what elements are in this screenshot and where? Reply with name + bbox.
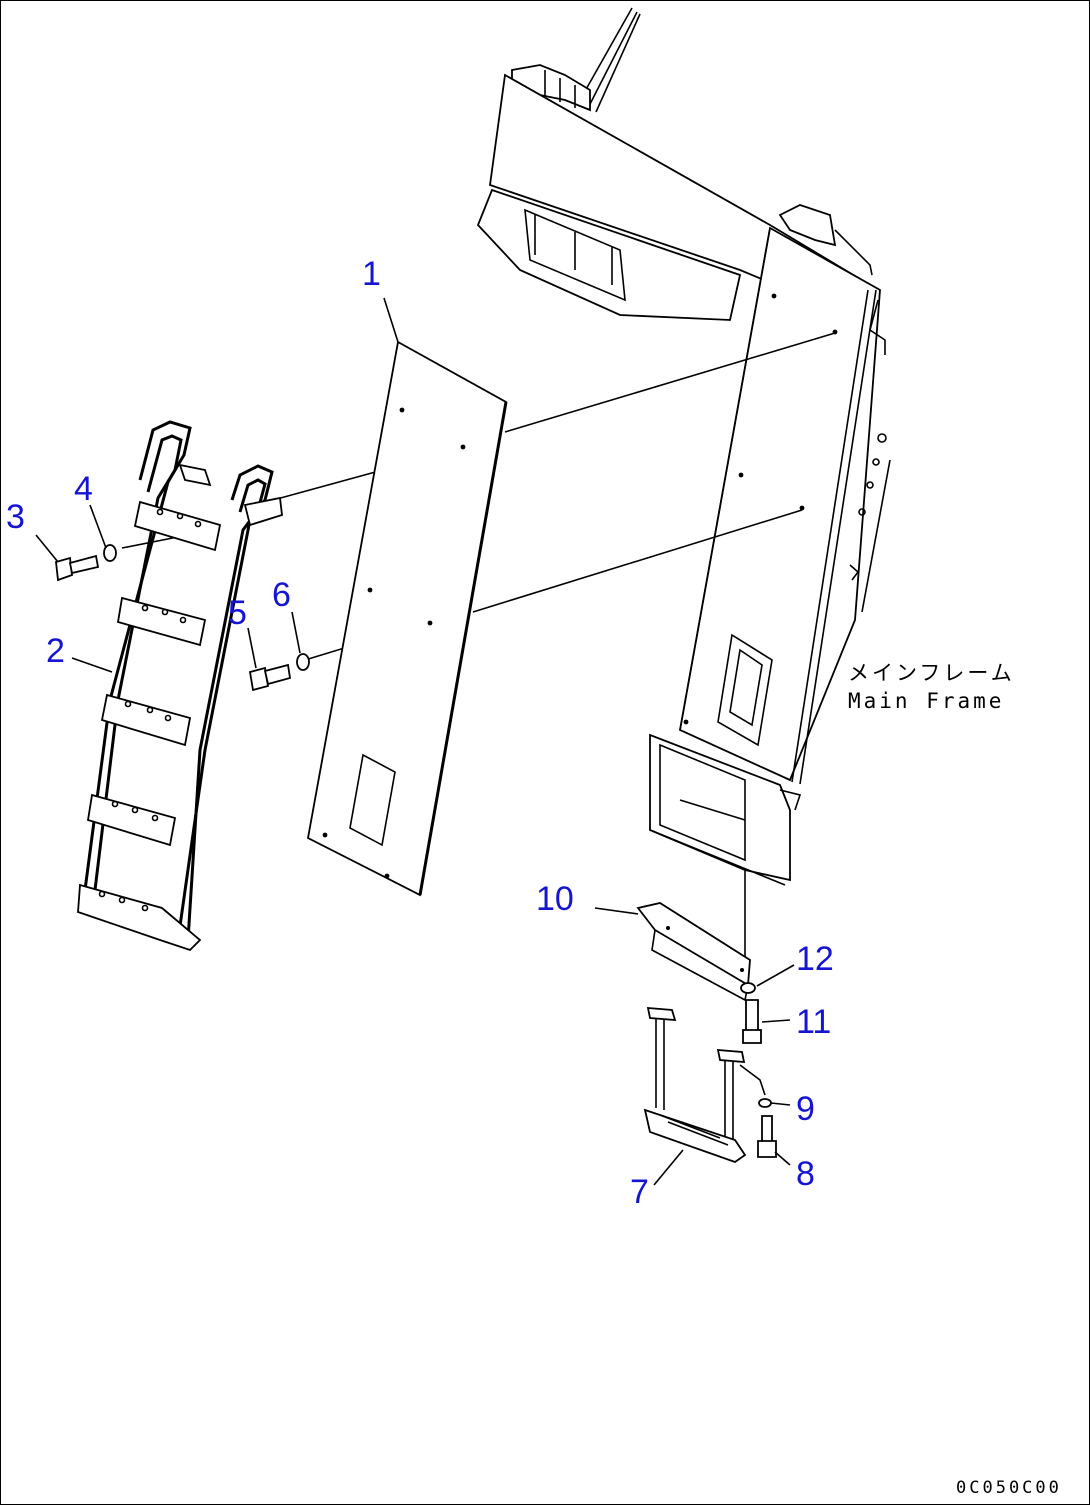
bracket-10 — [636, 902, 751, 1002]
cover-plate — [306, 340, 508, 897]
callout-12: 12 — [796, 940, 834, 978]
callout-8: 8 — [796, 1155, 815, 1193]
washer-12 — [740, 982, 756, 994]
bolt-11 — [742, 999, 762, 1044]
ladder — [77, 420, 283, 952]
callout-labels: 1 2 3 4 5 6 7 8 9 10 11 12 — [6, 255, 834, 1211]
callout-4: 4 — [74, 470, 93, 508]
annotation-main-frame-en: Main Frame — [848, 689, 1004, 713]
callout-10: 10 — [536, 880, 574, 918]
callout-3: 3 — [6, 498, 25, 536]
bolt-8 — [757, 1115, 777, 1158]
callout-9: 9 — [796, 1090, 815, 1128]
bolt-3 — [55, 554, 100, 582]
leader-lines — [35, 297, 795, 1186]
step-holes — [98, 508, 202, 912]
callout-11: 11 — [796, 1003, 831, 1041]
washer-6 — [296, 653, 310, 671]
drawing-code: 0C050C00 — [956, 1478, 1062, 1498]
bolt-5 — [248, 663, 292, 692]
washer-9 — [758, 1098, 772, 1108]
step-7 — [643, 1007, 766, 1164]
callout-5: 5 — [228, 594, 247, 632]
callout-6: 6 — [272, 576, 291, 614]
callout-7: 7 — [630, 1173, 649, 1211]
callout-1: 1 — [362, 255, 381, 293]
main-frame — [121, 7, 891, 975]
annotation-main-frame-jp: メインフレーム — [848, 661, 1015, 685]
washer-4 — [103, 544, 117, 562]
callout-2: 2 — [46, 632, 65, 670]
